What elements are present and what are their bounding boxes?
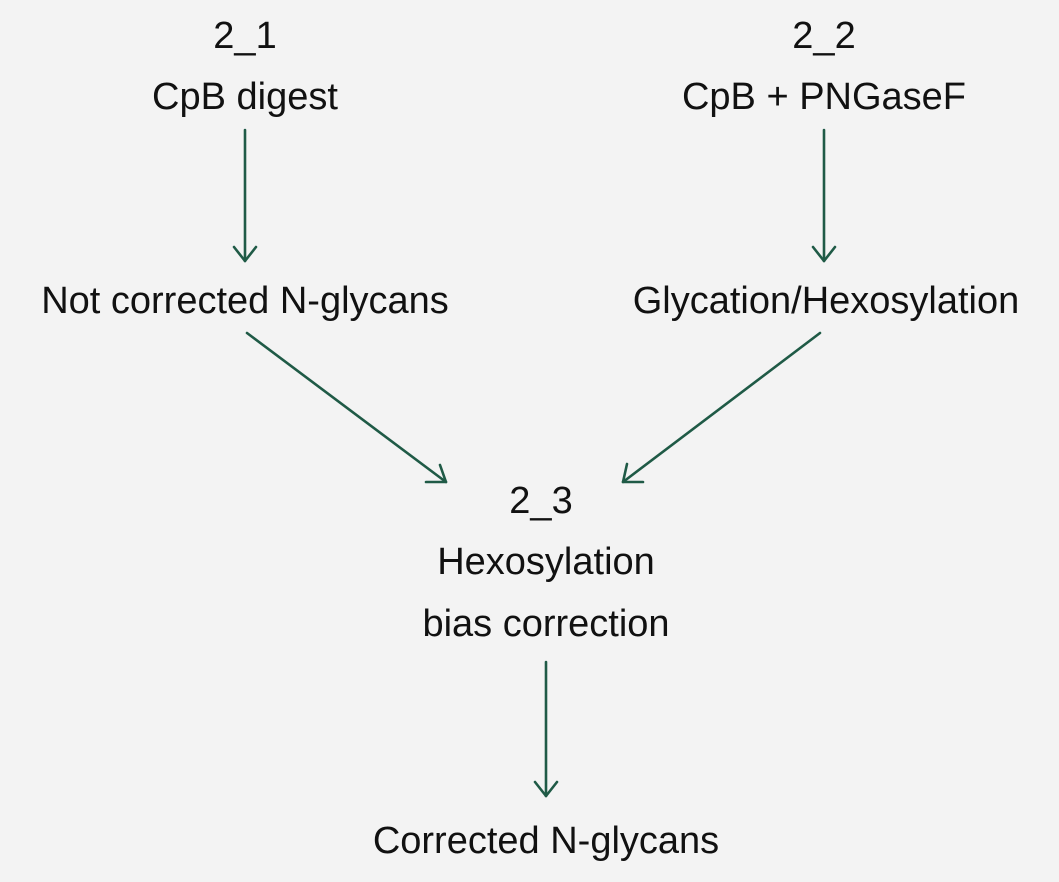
step-2-2-id: 2_2 bbox=[792, 15, 856, 57]
arrow-2-2-to-glycation bbox=[811, 128, 837, 263]
arrow-not-corrected-to-2-3 bbox=[245, 331, 448, 484]
glycation-label: Glycation/Hexosylation bbox=[632, 280, 1020, 322]
step-2-3-label-line2: bias correction bbox=[422, 603, 670, 645]
not-corrected-label: Not corrected N-glycans bbox=[41, 280, 449, 322]
step-2-1-id: 2_1 bbox=[213, 15, 277, 57]
step-2-3-label-line1: Hexosylation bbox=[437, 541, 655, 583]
arrow-2-1-to-not-corrected bbox=[232, 128, 258, 263]
arrow-2-3-to-corrected bbox=[533, 660, 559, 798]
arrow-glycation-to-2-3 bbox=[621, 331, 822, 484]
step-2-1-label: CpB digest bbox=[152, 76, 338, 118]
step-2-3-id: 2_3 bbox=[509, 480, 573, 522]
corrected-label: Corrected N-glycans bbox=[372, 820, 720, 862]
step-2-2-label: CpB + PNGaseF bbox=[681, 76, 967, 118]
